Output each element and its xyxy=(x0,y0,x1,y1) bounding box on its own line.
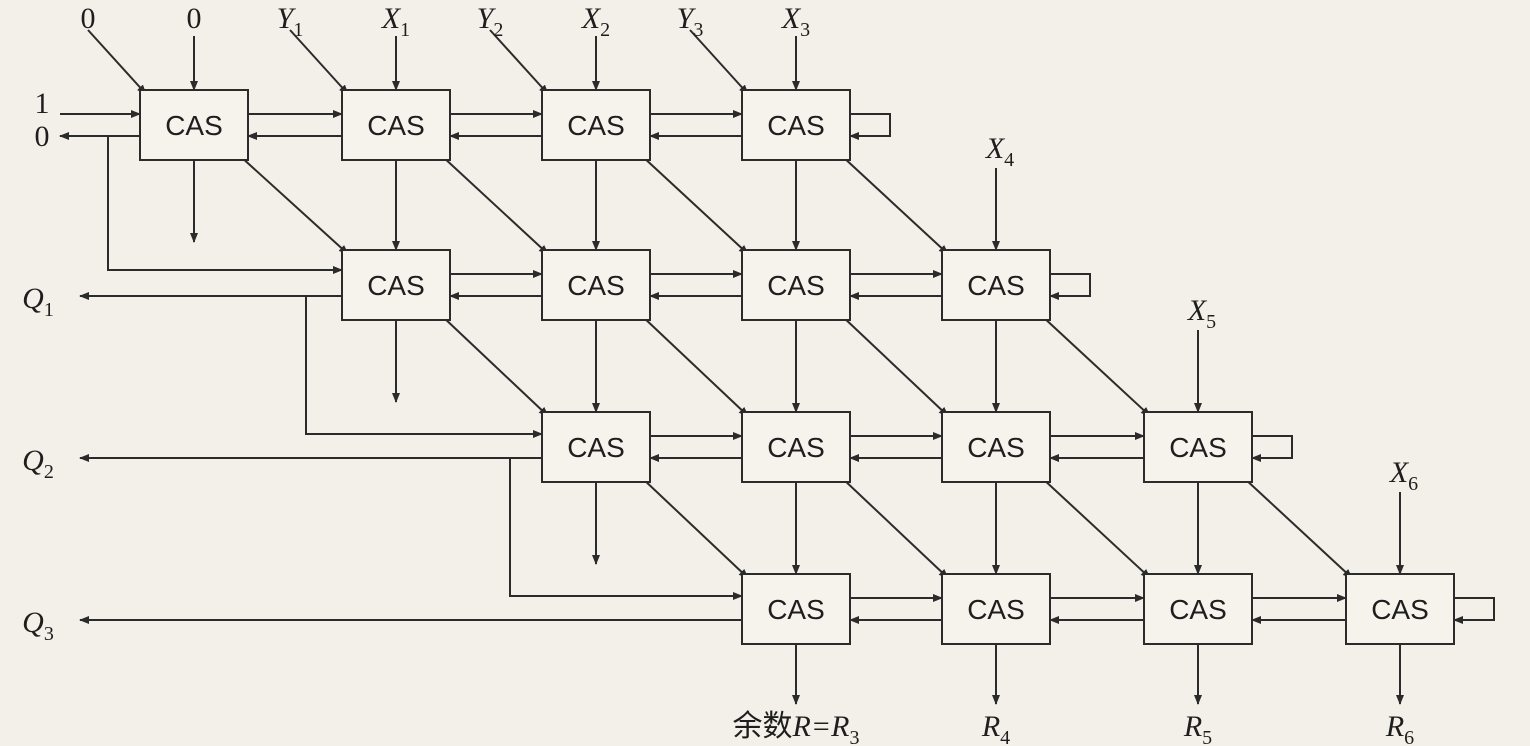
cas-cell-label: CAS xyxy=(367,270,425,301)
remainder-label: R4 xyxy=(981,710,1010,746)
cas-cell-label: CAS xyxy=(767,432,825,463)
diagonal-pass-arrow xyxy=(841,315,949,417)
diagonal-pass-arrow xyxy=(1041,315,1151,417)
top-input-label: X2 xyxy=(581,2,610,41)
cas-cell: CAS xyxy=(941,249,1051,321)
cas-cell: CAS xyxy=(139,89,249,161)
top-input-label: X1 xyxy=(381,2,410,41)
cas-cell-label: CAS xyxy=(567,432,625,463)
cas-cell: CAS xyxy=(341,89,451,161)
diagonal-pass-arrow xyxy=(239,155,349,255)
side-input-label: X4 xyxy=(985,132,1014,171)
cas-cell-label: CAS xyxy=(767,110,825,141)
side-input-label: X5 xyxy=(1187,294,1216,333)
cas-cell: CAS xyxy=(741,411,851,483)
feedback-line xyxy=(509,458,743,600)
feedback-line xyxy=(107,136,343,274)
end-loop xyxy=(1049,273,1091,300)
diagonal-pass-arrow xyxy=(1243,477,1353,579)
cas-cell: CAS xyxy=(1143,573,1253,645)
cas-cell: CAS xyxy=(741,249,851,321)
remainder-label: R5 xyxy=(1183,710,1212,746)
diagonal-pass-arrow xyxy=(841,155,949,255)
cas-cell-label: CAS xyxy=(967,594,1025,625)
cas-cell: CAS xyxy=(1345,573,1455,645)
cas-cell-label: CAS xyxy=(567,110,625,141)
quotient-label: Q1 xyxy=(22,282,54,321)
feedback-line xyxy=(305,296,543,438)
diagonal-input-arrow xyxy=(689,29,749,95)
diagonal-pass-arrow xyxy=(441,155,549,255)
cas-cell-label: CAS xyxy=(767,594,825,625)
cas-cell-label: CAS xyxy=(165,110,223,141)
cas-cell-label: CAS xyxy=(1371,594,1429,625)
diagonal-pass-arrow xyxy=(641,477,749,579)
cas-cell: CAS xyxy=(1143,411,1253,483)
remainder-label: 余数R=R3 xyxy=(733,710,860,746)
diagonal-pass-arrow xyxy=(441,315,549,417)
control-in-label: 1 xyxy=(35,87,50,120)
diagonal-input-arrow xyxy=(489,29,549,95)
top-input-label: 0 xyxy=(187,2,202,35)
end-loop xyxy=(1251,435,1293,462)
cas-cell-label: CAS xyxy=(767,270,825,301)
cas-cell: CAS xyxy=(941,411,1051,483)
cas-cell: CAS xyxy=(741,573,851,645)
top-input-label: Y3 xyxy=(677,2,704,41)
diagonal-input-arrow xyxy=(87,29,147,95)
top-input-label: X3 xyxy=(781,2,810,41)
remainder-label: R6 xyxy=(1385,710,1414,746)
cas-cell: CAS xyxy=(541,89,651,161)
diagonal-pass-arrow xyxy=(641,155,749,255)
cas-cell: CAS xyxy=(341,249,451,321)
diagonal-pass-arrow xyxy=(1041,477,1151,579)
end-loop xyxy=(849,113,891,140)
cas-cell-label: CAS xyxy=(967,432,1025,463)
carry-out-label: 0 xyxy=(35,120,50,153)
quotient-label: Q2 xyxy=(22,444,54,483)
cas-cell: CAS xyxy=(541,411,651,483)
cas-cell-label: CAS xyxy=(1169,594,1227,625)
diagonal-input-arrow xyxy=(289,29,349,95)
top-input-label: 0 xyxy=(81,2,96,35)
diagonal-pass-arrow xyxy=(641,315,749,417)
cas-cell: CAS xyxy=(941,573,1051,645)
cas-cell: CAS xyxy=(541,249,651,321)
quotient-label: Q3 xyxy=(22,606,54,645)
side-input-label: X6 xyxy=(1389,456,1418,495)
cas-cell-label: CAS xyxy=(1169,432,1227,463)
diagonal-pass-arrow xyxy=(841,477,949,579)
cas-cell-label: CAS xyxy=(967,270,1025,301)
top-input-label: Y2 xyxy=(477,2,504,41)
top-input-label: Y1 xyxy=(277,2,304,41)
cas-cell-label: CAS xyxy=(367,110,425,141)
cas-cell-label: CAS xyxy=(567,270,625,301)
end-loop xyxy=(1453,597,1495,624)
cas-cell: CAS xyxy=(741,89,851,161)
